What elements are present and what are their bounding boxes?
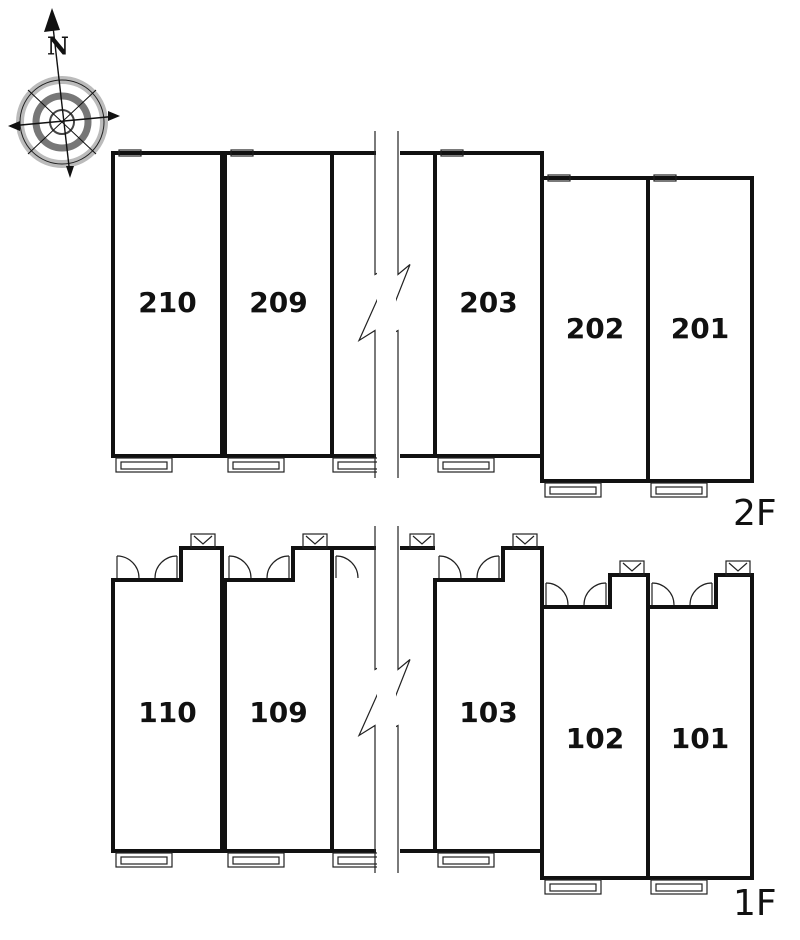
- meter-box-icon-102: [619, 560, 645, 576]
- entry-door-101: [651, 582, 675, 606]
- inner-door-101: [689, 582, 713, 606]
- unit-label-202: 202: [566, 312, 624, 345]
- balcony-102: [544, 879, 602, 895]
- inner-door-102: [583, 582, 607, 606]
- balcony-103: [437, 852, 495, 868]
- balcony-201: [650, 482, 708, 498]
- floor-label-1f: 1F: [733, 883, 777, 924]
- balcony-101: [650, 879, 708, 895]
- unit-202: 202: [540, 174, 650, 498]
- entry-door-109: [228, 555, 252, 579]
- break-line: [357, 131, 411, 478]
- floor-1f: 110 109 103 102 101: [111, 526, 754, 895]
- balcony-202: [544, 482, 602, 498]
- compass: N: [8, 8, 120, 178]
- entry-door-103: [438, 555, 462, 579]
- inner-door-109: [266, 555, 290, 579]
- floor-2f: 210 209 203 202 201: [111, 131, 754, 498]
- balcony-203: [437, 457, 495, 473]
- balcony-109: [227, 852, 285, 868]
- inner-door-103: [476, 555, 500, 579]
- unit-109: 109: [223, 533, 334, 868]
- unit-label-102: 102: [566, 722, 624, 755]
- entry-door-partial-left: [335, 555, 359, 579]
- unit-101: 101: [646, 560, 754, 895]
- unit-label-103: 103: [459, 696, 517, 729]
- unit-103: 103: [433, 533, 544, 868]
- balcony-209: [227, 457, 285, 473]
- meter-box-icon-101: [725, 560, 751, 576]
- partial-unit-left: [330, 546, 390, 868]
- balcony-110: [115, 852, 173, 868]
- unit-label-203: 203: [459, 286, 517, 319]
- break-line: [357, 526, 411, 873]
- unit-209: 209: [223, 149, 334, 473]
- north-label: N: [47, 32, 69, 61]
- unit-label-110: 110: [138, 696, 196, 729]
- unit-201: 201: [646, 174, 754, 498]
- unit-label-109: 109: [249, 696, 307, 729]
- unit-label-209: 209: [249, 286, 307, 319]
- compass-rose-icon: [8, 8, 120, 178]
- unit-110: 110: [111, 533, 224, 868]
- floor-label-2f: 2F: [733, 493, 777, 534]
- entry-door-102: [545, 582, 569, 606]
- entry-door-110: [116, 555, 140, 579]
- balcony-210: [115, 457, 173, 473]
- unit-label-101: 101: [671, 722, 729, 755]
- partial-unit-right: [400, 151, 435, 458]
- inner-door-110: [154, 555, 178, 579]
- unit-label-201: 201: [671, 312, 729, 345]
- unit-203: 203: [433, 149, 544, 473]
- meter-box-icon-103: [512, 533, 538, 549]
- meter-box-icon-partial-right: [409, 533, 435, 549]
- unit-102: 102: [540, 560, 650, 895]
- unit-210: 210: [111, 149, 224, 473]
- partial-unit-right: [400, 533, 435, 853]
- unit-label-210: 210: [138, 286, 196, 319]
- meter-box-icon-109: [302, 533, 328, 549]
- meter-box-icon-110: [190, 533, 216, 549]
